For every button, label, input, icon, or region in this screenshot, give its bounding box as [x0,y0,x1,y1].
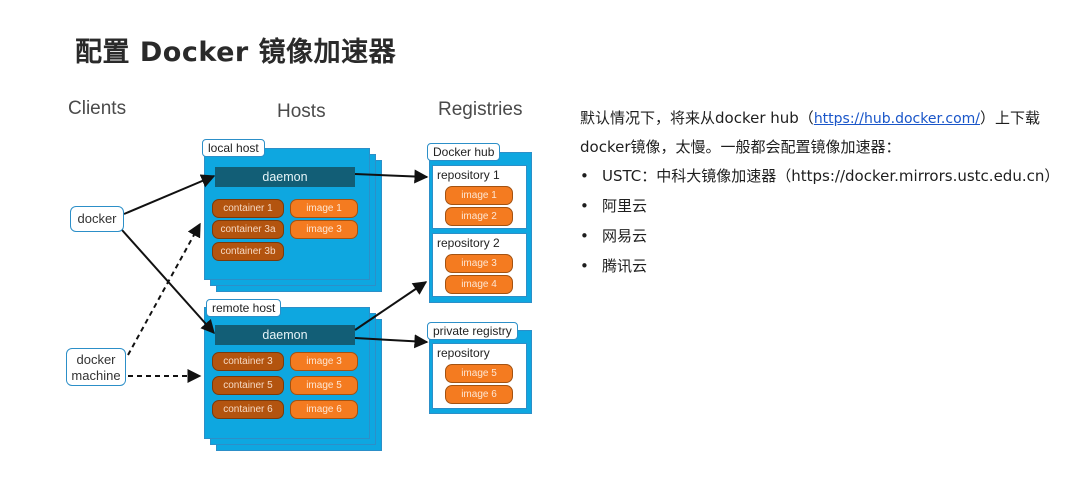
local-container-1: container 1 [212,199,284,218]
remote-container-5: container 5 [212,376,284,395]
mirror-item-label: USTC：中科大镜像加速器（https://docker.mirrors.ust… [602,167,1060,185]
hub-repo1-image-1: image 1 [445,186,513,205]
repository-2-label: repository 2 [437,236,500,250]
local-host-label: local host [202,139,265,157]
page-title: 配置 Docker 镜像加速器 [75,37,397,68]
arrow-machine-to-local-host [127,222,201,356]
clients-heading: Clients [68,98,127,119]
remote-image-5: image 5 [290,376,358,395]
repository-label: repository [437,346,490,360]
docker-hub-repository-1: repository 1 image 1 image 2 [432,165,527,229]
local-image-1: image 1 [290,199,358,218]
arrow-remote-daemon-to-private [354,334,429,349]
mirror-item-tencent: • 腾讯云 [580,251,1070,281]
description: 默认情况下，将来从docker hub（https://hub.docker.c… [580,104,1070,281]
docker-client: docker [70,206,124,232]
description-text-after-link: ）上下载 [980,109,1041,127]
arrow-local-daemon-to-hub [354,169,429,184]
mirror-item-netease: • 网易云 [580,221,1070,251]
arrow-remote-daemon-to-hub [354,281,428,331]
bullet-icon: • [580,167,589,185]
bullet-icon: • [580,257,589,275]
remote-host-daemon: daemon [215,325,355,345]
docker-hub-label: Docker hub [427,143,501,161]
bullet-icon: • [580,197,589,215]
description-text-before-link: 默认情况下，将来从docker hub（ [580,109,814,127]
remote-image-6: image 6 [290,400,358,419]
registries-heading: Registries [438,99,523,120]
docker-hub-repository-2: repository 2 image 3 image 4 [432,233,527,297]
description-line-2: docker镜像，太慢。一般都会配置镜像加速器： [580,138,901,156]
local-image-3: image 3 [290,220,358,239]
arrow-docker-to-local-daemon [123,174,216,215]
hosts-heading: Hosts [277,101,326,122]
private-registry-repository: repository image 5 image 6 [432,343,527,409]
description-line-1: 默认情况下，将来从docker hub（https://hub.docker.c… [580,104,1070,133]
mirror-item-aliyun: • 阿里云 [580,191,1070,221]
mirror-item-label: 腾讯云 [602,257,648,275]
mirror-item-label: 网易云 [602,227,648,245]
docker-machine-line2: machine [71,368,121,383]
private-registry-label: private registry [427,322,518,340]
mirror-item-ustc: • USTC：中科大镜像加速器（https://docker.mirrors.us… [580,161,1070,191]
private-image-6: image 6 [445,385,513,404]
docker-machine-line1: docker [76,352,116,367]
private-image-5: image 5 [445,364,513,383]
hub-repo2-image-3: image 3 [445,254,513,273]
local-host-daemon: daemon [215,167,355,187]
docker-hub-box: repository 1 image 1 image 2 repository … [429,152,532,303]
remote-image-3: image 3 [290,352,358,371]
mirror-list: • USTC：中科大镜像加速器（https://docker.mirrors.us… [580,161,1070,281]
remote-host-label: remote host [206,299,282,317]
mirror-item-label: 阿里云 [602,197,648,215]
local-container-3b: container 3b [212,242,284,261]
docker-machine-client: docker machine [66,348,126,386]
hub-repo1-image-2: image 2 [445,207,513,226]
private-registry-box: repository image 5 image 6 [429,330,532,414]
local-container-3a: container 3a [212,220,284,239]
remote-container-6: container 6 [212,400,284,419]
repository-1-label: repository 1 [437,168,500,182]
docker-hub-link[interactable]: https://hub.docker.com/ [813,111,980,127]
bullet-icon: • [580,227,589,245]
remote-container-3: container 3 [212,352,284,371]
hub-repo2-image-4: image 4 [445,275,513,294]
